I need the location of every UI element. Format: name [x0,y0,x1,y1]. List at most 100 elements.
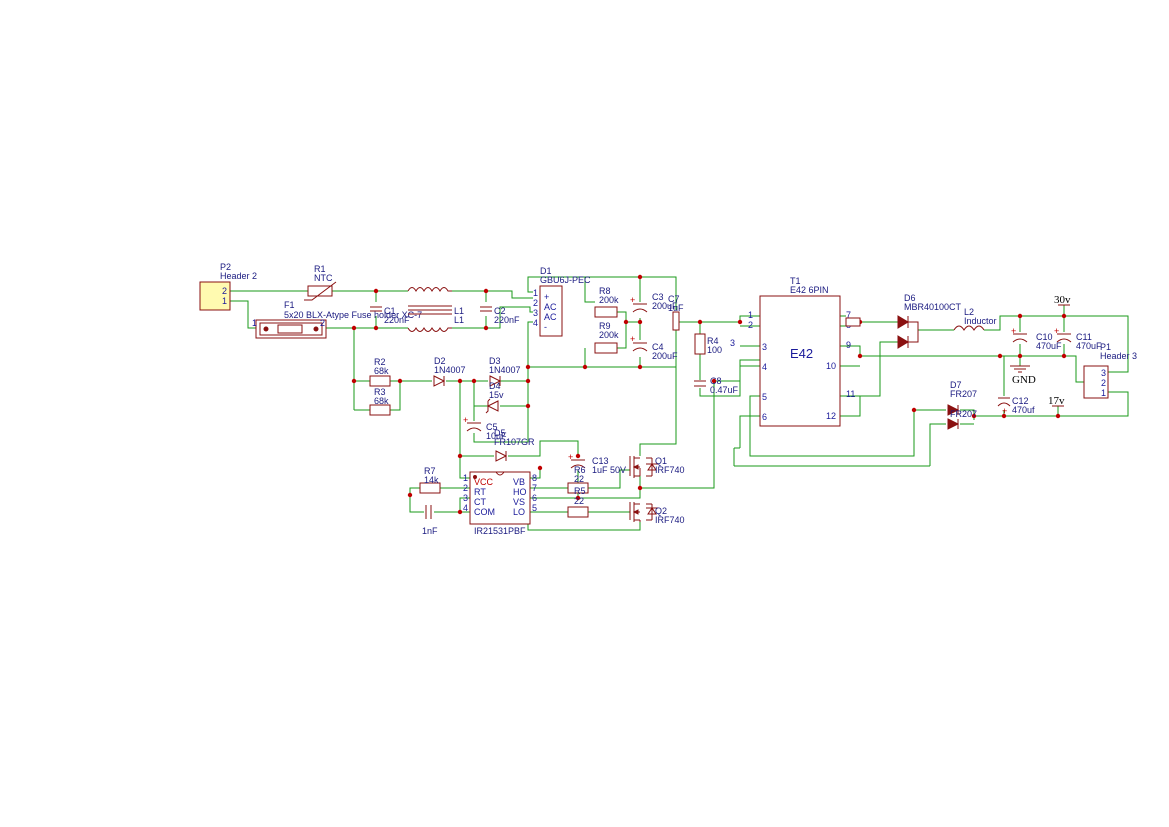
u1-label-vb: VB [513,477,525,487]
choke-l1: L1 L1 [407,287,464,332]
junctions [351,274,1067,515]
transformer-t1: T1 E42 6PIN E42 3 1 2 3 4 5 6 7 8 9 10 1… [730,276,861,427]
u1-pin-3: 3 [463,493,468,503]
r7-value: 14k [424,475,439,485]
u1-label-vs: VS [513,497,525,507]
c2-ref: C2 [494,306,506,316]
resistor-r9: R9 200k [594,321,619,354]
connector-p2: P2 Header 2 2 1 [199,262,257,311]
capacitor-c6: 1nF [422,505,438,536]
d2-ref: D2 [434,356,446,366]
capacitor-c7: C7 1uF [668,294,684,331]
r8-value: 200k [599,295,619,305]
mosfet-q2: Q2 IRF740 [629,502,685,525]
t1-pin-10: 10 [826,361,836,371]
l2-ref: L2 [964,307,974,317]
c10-ref: C10 [1036,332,1053,342]
c3-value: 200uF [652,301,678,311]
d5-ref: D5 [494,428,506,438]
d1-pin-3: 3 [533,308,538,318]
c13-ref: C13 [592,456,609,466]
svg-text:+: + [1002,406,1007,416]
u1-pin-7: 7 [532,483,537,493]
c3-ref: C3 [652,292,664,302]
p2-ref: P2 [220,262,231,272]
t1-value: E42 6PIN [790,285,829,295]
resistor-r8: R8 200k [594,286,619,318]
u1-pin-2: 2 [463,483,468,493]
svg-text:+: + [630,334,635,344]
l1-ref: L1 [454,306,464,316]
d1-pin-1: 1 [533,288,538,298]
t1-pin-3: 3 [762,342,767,352]
c12-value: 470uf [1012,405,1035,415]
d6-value: MBR40100CT [904,302,962,312]
c2-value: 220nF [494,315,520,325]
power-30v-label: 30v [1054,294,1071,306]
r2-value: 68k [374,366,389,376]
f1-ref: F1 [284,300,295,310]
ic-u1-ir21531: VCC RT CT COM VB HO VS LO 1 2 3 4 8 7 6 … [463,471,537,536]
d1-label-minus: - [544,322,547,332]
r6-ref: R6 [574,465,586,475]
d3-ref: D3 [489,356,501,366]
c1-value: 220nF [384,315,410,325]
d8-value: FR207 [950,409,977,419]
p1-pin-1: 1 [1101,388,1106,398]
c11-ref: C11 [1076,332,1092,342]
d7-ref: D7 [950,380,962,390]
p1-pin-3: 3 [1101,368,1106,378]
r9-ref: R9 [599,321,611,331]
power-30v: 30v [1054,294,1071,306]
c10-value: 470uF [1036,341,1062,351]
d1-ref: D1 [540,266,552,276]
resistor-r2: R2 68k [369,357,391,387]
t1-pin-11: 11 [846,389,855,399]
t1-pin-4: 4 [762,362,767,372]
f1-pin-1: 1 [252,318,257,328]
d1-label-plus: + [544,292,549,302]
t1-pin-12: 12 [826,411,836,421]
p1-ref: P1 [1100,342,1111,352]
u1-ref: IR21531PBF [474,526,526,536]
resistor-r5: R5 22 [567,486,589,518]
r3-ref: R3 [374,387,386,397]
t1-pin-7: 7 [846,310,851,320]
svg-text:+: + [568,452,573,462]
capacitor-c8: C8 0.47uF [694,376,739,395]
u1-label-vcc: VCC [474,477,494,487]
diode-d3: D3 1N4007 [489,356,521,387]
p1-pin-2: 2 [1101,378,1106,388]
l2-value: Inductor [964,316,997,326]
capacitor-c4: + C4 200uF [630,334,678,361]
r4-value: 100 [707,345,722,355]
capacitor-c3: + C3 200uF [630,292,678,313]
svg-text:+: + [1011,326,1016,336]
capacitor-c10: + C10 470uF [1011,326,1062,351]
diode-d2: D2 1N4007 [433,356,466,387]
p2-value: Header 2 [220,271,257,281]
ground-symbol: GND [1010,365,1036,386]
diode-d7: D7 FR207 [947,380,977,416]
q1-ref: Q1 [655,456,667,466]
q2-ref: Q2 [655,506,667,516]
u1-label-lo: LO [513,507,525,517]
c1-ref: C1 [384,306,396,316]
d6-ref: D6 [904,293,916,303]
r5-value: 22 [574,496,584,506]
u1-label-com: COM [474,507,495,517]
r5-ref: R5 [574,486,586,496]
c8-value: 0.47uF [710,385,739,395]
l1-value: L1 [454,315,464,325]
bridge-rectifier-d1: D1 GBU6J-PEC 1 2 3 4 + AC AC - [533,266,591,337]
r9-value: 200k [599,330,619,340]
d1-label-ac1: AC [544,302,557,312]
c6-value: 1nF [422,526,438,536]
connector-p1: P1 Header 3 3 2 1 [1083,342,1137,399]
c7-ref: C7 [668,294,680,304]
c4-ref: C4 [652,342,664,352]
t1-note: 3 [730,338,735,348]
c12-ref: C12 [1012,396,1029,406]
c5-ref: C5 [486,422,498,432]
capacitor-c12: + C12 470uf [997,396,1035,416]
